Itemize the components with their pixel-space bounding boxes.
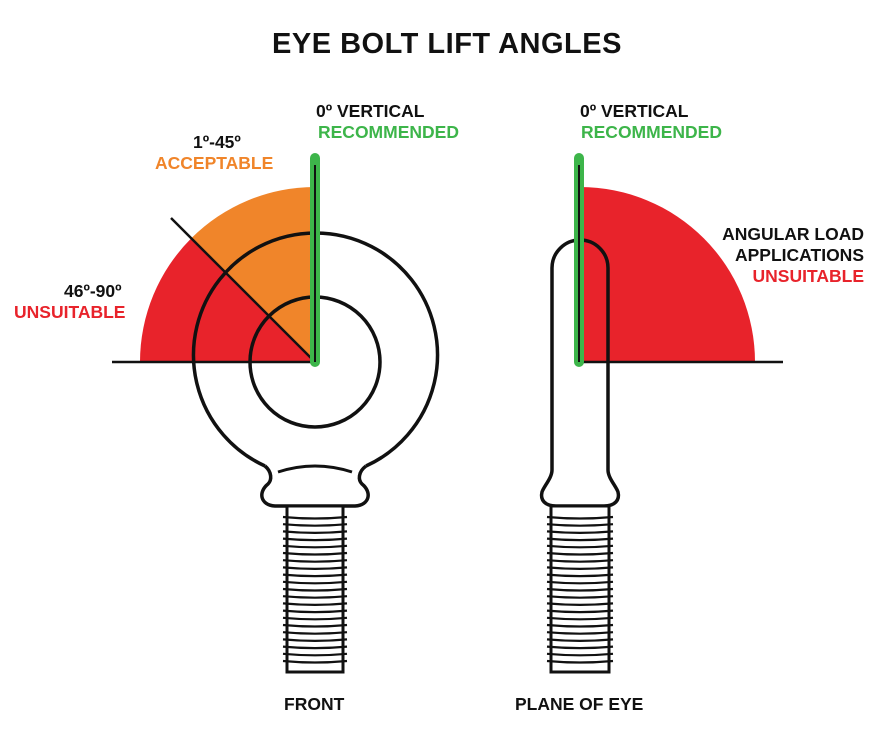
thread-line [282,530,348,534]
thread-line [546,631,614,635]
thread-line [282,595,348,599]
side-angular-label-line1: ANGULAR LOAD [722,224,864,244]
side-vertical-status: RECOMMENDED [581,122,722,142]
front-unsuitable-sector [140,238,315,362]
thread-line [282,515,348,520]
thread-line [546,537,614,542]
thread-line [546,616,614,621]
thread-line [282,587,348,592]
front-caption: FRONT [284,694,345,714]
front-vertical-label: 0º VERTICAL [316,101,425,121]
thread-line [282,631,348,635]
front-collar [260,464,370,508]
thread-line [282,623,348,628]
side-angular-status: UNSUITABLE [752,266,864,286]
thread-line [546,544,614,549]
front-acceptable-sector [191,187,315,362]
thread-line [546,638,614,642]
side-angular-label-line2: APPLICATIONS [735,245,864,265]
thread-line [546,659,614,664]
thread-line [546,623,614,628]
thread-line [546,573,614,578]
side-vertical-label: 0º VERTICAL [580,101,689,121]
front-vertical-status: RECOMMENDED [318,122,459,142]
front-unsuitable-range: 46º-90º [64,281,122,301]
thread-line [282,551,348,556]
thread-line [282,602,348,606]
thread-line [282,609,348,614]
side-view [539,153,783,674]
thread-line [546,566,614,570]
side-caption: PLANE OF EYE [515,694,644,714]
thread-line [282,580,348,585]
thread-line [546,551,614,556]
thread-line [282,659,348,664]
thread-line [546,515,614,520]
thread-line [282,652,348,657]
front-unsuitable-status: UNSUITABLE [14,302,126,322]
front-acceptable-status: ACCEPTABLE [155,153,274,173]
thread-line [282,523,348,527]
thread-line [282,559,348,563]
thread-line [282,573,348,578]
thread-line [546,559,614,563]
thread-line [282,544,348,549]
thread-line [546,652,614,657]
side-unsuitable-sector [580,187,755,362]
thread-line [546,595,614,599]
thread-line [546,530,614,534]
side-threads [546,515,614,664]
front-acceptable-range: 1º-45º [193,132,241,152]
thread-line [282,566,348,570]
thread-line [546,580,614,585]
thread-line [546,587,614,592]
thread-line [546,602,614,606]
side-collar [539,469,621,508]
thread-line [282,645,348,650]
thread-line [546,523,614,527]
front-threads [282,515,348,664]
front-collar-ridge [277,464,353,474]
front-view [112,153,440,674]
thread-line [546,645,614,650]
thread-line [546,609,614,614]
thread-line [282,638,348,642]
thread-line [282,616,348,621]
front-45-degree-line [170,217,316,363]
diagram-title: EYE BOLT LIFT ANGLES [272,28,622,60]
thread-line [282,537,348,542]
